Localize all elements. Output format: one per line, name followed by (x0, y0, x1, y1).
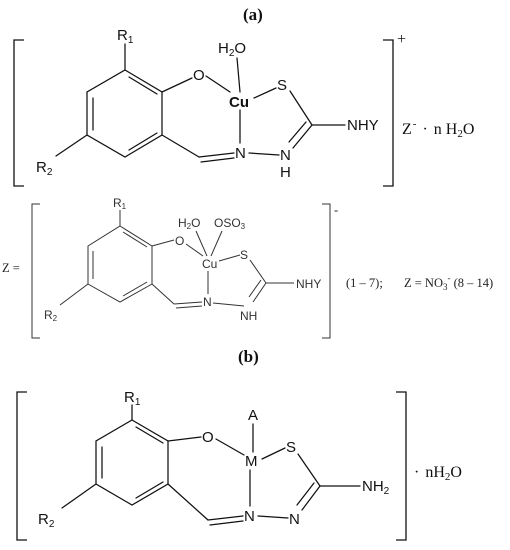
z-benzene-ring (87, 225, 153, 303)
panel-b-ring-double-2 (135, 426, 164, 444)
panel-a-r1-label: R1 (117, 27, 134, 46)
panel-b-ch-n-double (209, 520, 244, 526)
z-o-cu-bond (185, 243, 204, 257)
panel-a-charge: + (397, 31, 406, 48)
panel-a-c-nh-double (288, 121, 307, 143)
panel-a-imine-n-label: N (235, 145, 246, 162)
panel-b-o-m-bond (215, 438, 245, 456)
panel-a-ring-double-3 (128, 132, 158, 151)
z-ch-n-bond (173, 301, 203, 305)
panel-b-n-n-bond (257, 515, 289, 519)
z-range-1: (1 – 7); (346, 276, 383, 290)
z-ch-n-double (175, 305, 203, 309)
panel-a-ch-n-bond (198, 152, 235, 158)
z-r1-label: R1 (113, 196, 127, 211)
z-right-bracket (322, 203, 331, 339)
z-cu-s-bond (218, 254, 241, 262)
panel-a-nhy-label: NHY (347, 117, 379, 134)
panel-a-label: (a) (243, 5, 263, 24)
z-molecule: R1 R2 O Cu H2O OSO3 S NHY NH N (44, 196, 321, 323)
panel-b-r2-label: R2 (38, 511, 55, 530)
panel-b-n1-label: N (244, 508, 255, 525)
panel-a-ch-n-double (200, 157, 235, 163)
panel-b-right-bracket (396, 391, 407, 541)
panel-b-label: (b) (238, 347, 259, 366)
panel-b-s-label: S (286, 439, 296, 456)
panel-a-cu-s-bond (253, 87, 277, 99)
z-n-n-bond (212, 302, 245, 307)
panel-a-counterion: Z-·n H2O (402, 118, 474, 140)
panel-a-o-label: O (193, 67, 205, 84)
panel-b-r1-label: R1 (124, 389, 141, 408)
panel-b-a-label: A (248, 407, 258, 424)
panel-b-m-s-bond (261, 447, 286, 460)
z-nitrate-definition: Z = NO3- (8 – 14) (404, 273, 493, 292)
panel-a-ring-ch-bond (161, 134, 200, 158)
z-h2o-label: H2O (178, 216, 200, 231)
panel-b-benzene-ring (95, 419, 169, 506)
panel-a-s-c-bond (289, 90, 313, 126)
panel-b-water: ·nH2O (414, 464, 462, 483)
z-imine-n-label: N (203, 295, 212, 309)
z-o-label: O (175, 234, 184, 248)
panel-a-cu-label: Cu (229, 94, 249, 111)
z-prefix: Z = (2, 261, 20, 275)
panel-b-molecule: R1 R2 O M A S NH2 N N (38, 389, 390, 530)
panel-b-c-n-bond (301, 485, 321, 511)
z-nh-label: NH (240, 309, 257, 323)
panel-a-r2-label: R2 (36, 159, 53, 178)
panel-b-s-c-bond (297, 453, 321, 487)
z-s-label: S (240, 248, 248, 262)
z-nhy-label: NHY (296, 277, 321, 291)
z-r2-bond (59, 283, 89, 306)
panel-a-nh-h-label: H (280, 164, 291, 181)
panel-a-s-label: S (277, 77, 287, 94)
panel-a-benzene-ring (86, 69, 163, 158)
panel-b-m-label: M (245, 453, 258, 470)
panel-b-c-o-bond (167, 436, 202, 442)
z-c-nh-bond (252, 282, 267, 303)
panel-a-left-bracket (13, 39, 24, 187)
panel-b-c-n-double (296, 482, 315, 506)
panel-a-nh-n-label: N (280, 147, 291, 164)
z-cu-label: Cu (202, 257, 217, 271)
panel-a-right-bracket (383, 39, 394, 187)
z-h2o-cu-bond (195, 230, 208, 257)
z-ring-ch-bond (151, 283, 175, 305)
z-oso3-label: OSO3 (214, 216, 246, 231)
panel-a-c-o-bond (161, 77, 193, 93)
panel-a-h2o-label: H2O (218, 40, 246, 59)
z-ring-double-2 (122, 231, 148, 248)
z-ring-double-3 (122, 281, 148, 297)
panel-a-n-n-bond (248, 152, 280, 156)
panel-b-ch-n-bond (207, 515, 244, 521)
panel-b-o-label: O (202, 429, 214, 446)
panel-a-molecule: R1 R2 O Cu H2O S NHY N H N (36, 27, 379, 181)
panel-b-ring-double-3 (135, 481, 164, 499)
z-c-nh-double (248, 279, 262, 298)
panel-b-left-bracket (16, 391, 27, 541)
z-charge: - (334, 203, 338, 217)
panel-b-n2-label: N (289, 511, 300, 528)
panel-a-ring-double-2 (128, 76, 158, 95)
panel-a-h2o-cu-bond (236, 57, 241, 93)
panel-a-c-nh-bond (292, 124, 313, 149)
panel-a-o-cu-bond (205, 75, 231, 93)
panel-b-nh2-label: NH2 (362, 478, 390, 497)
z-c-o-bond (151, 239, 175, 247)
panel-b-ring-ch-bond (167, 483, 209, 521)
panel-a-r2-bond (55, 134, 88, 157)
panel-b-r2-bond (61, 483, 97, 509)
z-s-c-bond (249, 259, 267, 284)
z-r2-label: R2 (44, 308, 58, 323)
z-oso3-cu-bond (210, 230, 223, 257)
z-left-bracket (31, 203, 40, 339)
